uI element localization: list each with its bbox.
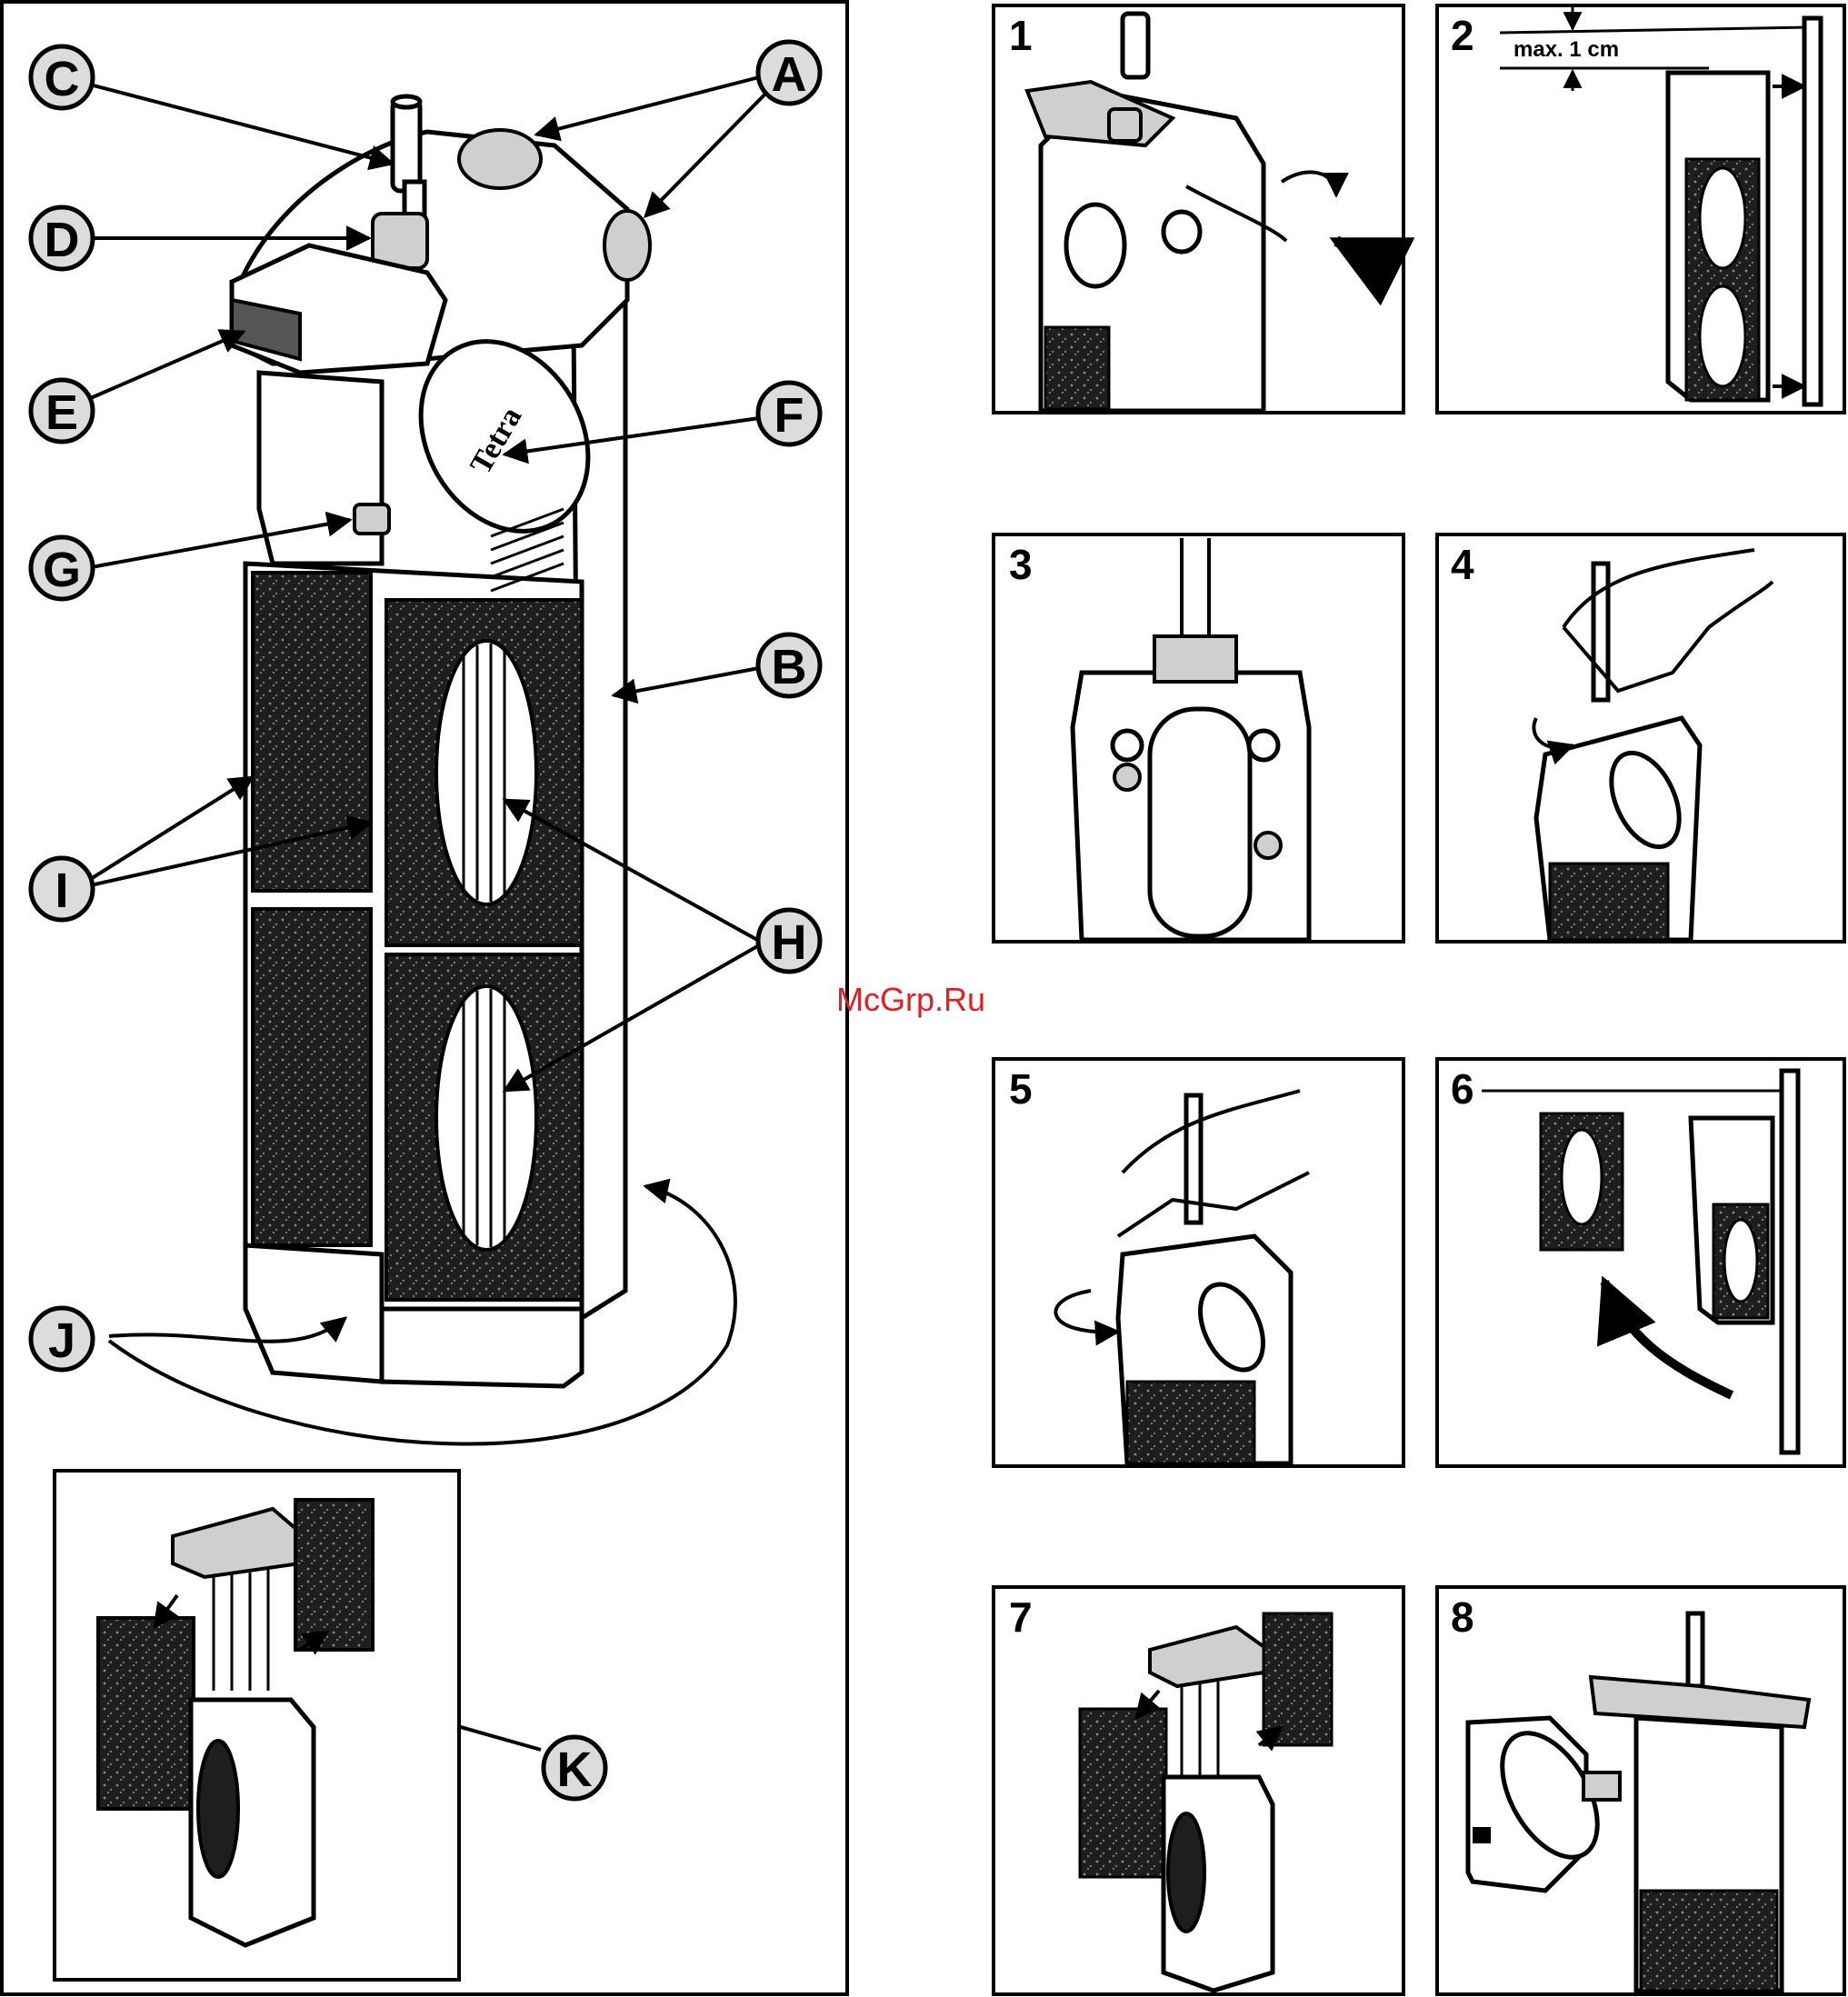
main-diagram-panel: Tetra (2, 2, 847, 1994)
filter-unit: Tetra (232, 96, 650, 1386)
step-panel-8: 8 (1437, 1587, 1844, 1994)
max-depth-note: max. 1 cm (1513, 37, 1619, 62)
air-tube (393, 100, 420, 191)
side-port (604, 211, 650, 280)
step-panel-2: 2 max. 1 cm (1437, 5, 1844, 413)
step-panel-7: 7 (994, 1587, 1403, 1994)
step-6-number: 6 (1451, 1065, 1474, 1113)
label-C-text: C (45, 52, 80, 106)
label-A: A (758, 42, 820, 104)
label-E-text: E (45, 385, 78, 440)
outlet-port (459, 130, 541, 188)
label-K-text: K (557, 1742, 593, 1797)
side-foam-upper (253, 573, 371, 891)
label-J: J (31, 1308, 93, 1370)
label-J-text: J (48, 1313, 75, 1368)
label-E: E (31, 380, 93, 442)
label-F: F (758, 383, 820, 444)
label-F-text: F (774, 388, 804, 443)
label-D-text: D (45, 213, 80, 267)
label-I: I (31, 858, 93, 920)
label-G-text: G (43, 543, 81, 597)
adjust-knob (355, 504, 389, 534)
step-3-number: 3 (1009, 541, 1033, 588)
step-5-number: 5 (1009, 1065, 1033, 1113)
label-I-text: I (55, 864, 68, 918)
step-1-number: 1 (1009, 12, 1033, 59)
step-panel-6: 6 (1437, 1059, 1844, 1466)
label-G: G (31, 537, 93, 599)
step-panel-5: 5 (994, 1059, 1403, 1466)
label-H: H (758, 910, 820, 972)
label-C: C (31, 46, 93, 108)
intake-slot-lower (436, 986, 536, 1250)
step-panel-3: 3 (994, 534, 1403, 942)
label-A-text: A (772, 47, 807, 102)
step-4-number: 4 (1451, 541, 1474, 588)
label-B: B (758, 634, 820, 696)
step-2-number: 2 (1451, 12, 1474, 59)
intake-slot-upper (436, 641, 536, 904)
step-panel-4: 4 (1437, 534, 1844, 942)
label-H-text: H (772, 915, 807, 970)
label-D: D (31, 207, 93, 269)
side-foam-lower (253, 909, 371, 1245)
watermark: McGrp.Ru (836, 981, 985, 1018)
step-panel-1: 1 (994, 5, 1403, 413)
label-K: K (544, 1737, 605, 1799)
base (245, 1245, 382, 1382)
exploded-cartridge-inset (55, 1471, 459, 1980)
aquarium-wall (1804, 18, 1821, 404)
label-B-text: B (772, 640, 807, 694)
step-7-number: 7 (1009, 1593, 1033, 1641)
step-8-number: 8 (1451, 1593, 1474, 1641)
